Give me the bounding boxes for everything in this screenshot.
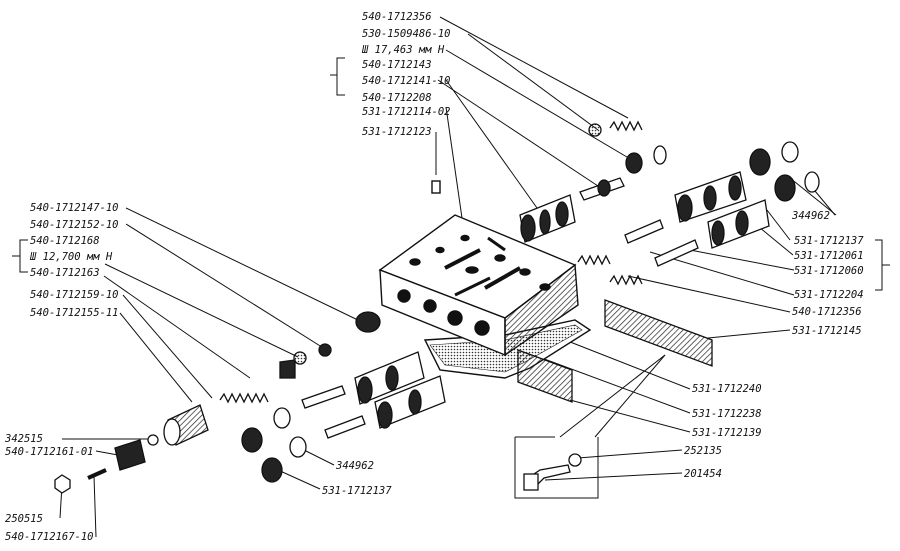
label-top-4: 540-1712143	[362, 59, 432, 71]
label-top-6: 540-1712208	[362, 92, 432, 104]
label-r-2: 531-1712137	[794, 235, 864, 247]
bolt-group	[523, 453, 582, 491]
label-r-5: 531-1712204	[794, 289, 864, 301]
label-top-3: Ш 17,463 мм Н	[361, 44, 445, 56]
valve-body	[378, 180, 592, 379]
label-r-10: 531-1712139	[692, 427, 762, 439]
label-left-2: 540-1712152-10	[30, 219, 119, 231]
upper-parts	[517, 120, 820, 403]
part-labels: 540-1712356 530-1509486-10 Ш 17,463 мм Н…	[4, 11, 864, 543]
label-r-3: 531-1712061	[794, 250, 864, 262]
label-bc-2: 531-1712137	[322, 485, 392, 497]
label-r-11: 252135	[684, 445, 722, 457]
label-bc-1: 344962	[335, 460, 374, 472]
label-r-1: 344962	[791, 210, 830, 222]
label-top-5: 540-1712141-10	[362, 75, 451, 87]
label-top-8: 531-1712123	[362, 126, 432, 138]
label-r-4: 531-1712060	[794, 265, 864, 277]
label-left-3: 540-1712168	[30, 235, 100, 247]
label-bl-4: 540-1712167-10	[5, 531, 94, 543]
label-left-5: 540-1712163	[30, 267, 100, 279]
label-bl-1: 342515	[4, 433, 43, 445]
label-bl-3: 250515	[5, 513, 43, 525]
label-r-9: 531-1712238	[692, 408, 762, 420]
label-left-1: 540-1712147-10	[30, 202, 119, 214]
label-r-8: 531-1712240	[692, 383, 762, 395]
left-parts	[54, 311, 446, 494]
label-r-7: 531-1712145	[792, 325, 862, 337]
label-left-4: Ш 12,700 мм Н	[29, 251, 113, 263]
label-left-7: 540-1712155-11	[30, 307, 119, 319]
label-bl-2: 540-1712161-01	[5, 446, 94, 458]
label-left-6: 540-1712159-10	[30, 289, 119, 301]
label-top-2: 530-1509486-10	[362, 28, 451, 40]
label-r-6: 540-1712356	[792, 306, 862, 318]
label-r-12: 201454	[684, 468, 722, 480]
label-top-1: 540-1712356	[362, 11, 432, 23]
label-top-7: 531-1712114-02	[362, 106, 451, 118]
